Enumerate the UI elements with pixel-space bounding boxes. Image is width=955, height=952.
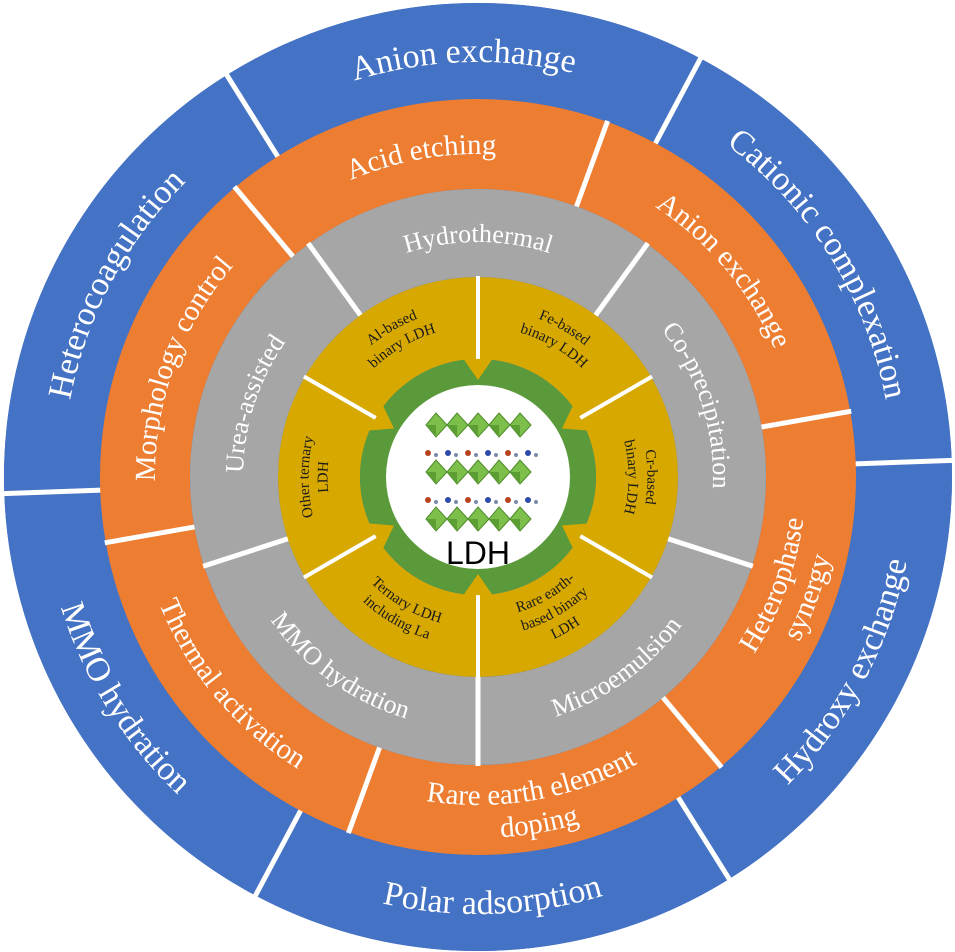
outer-ring-divider (675, 795, 732, 882)
outer-ring-segment (4, 75, 278, 494)
orange-ring-divider (232, 185, 296, 259)
outer-ring-divider (3, 487, 102, 497)
orange-ring-segment (348, 697, 721, 855)
green-ring-notch (463, 574, 493, 596)
ldh-layer-icon (425, 459, 532, 485)
gray-ring-segment (204, 538, 479, 765)
green-ring-notch (562, 405, 588, 431)
ldh-layered-structure-icon (425, 412, 538, 532)
green-ring-notch (463, 358, 493, 380)
orange-ring-segment (576, 121, 851, 427)
gold-ring-segment (478, 277, 652, 418)
ldh-interlayer-icon (425, 497, 538, 504)
orange-ring-segment (105, 527, 380, 833)
outer-ring-segment (655, 58, 952, 464)
outer-ring-divider (854, 457, 953, 467)
gold-ring-segment (478, 536, 652, 677)
gold-ring-segment (277, 377, 376, 577)
gold-ring-label: Other ternary (296, 434, 317, 519)
gold-ring-segment (304, 536, 478, 677)
orange-ring-divider (346, 745, 383, 834)
gold-ring-segment (304, 277, 478, 418)
gold-ring-divider (578, 533, 654, 580)
orange-ring-segment (235, 98, 608, 257)
outer-ring-segment (678, 460, 952, 879)
orange-ring-segment (663, 411, 856, 767)
gold-ring-label: binary LDH (620, 438, 640, 516)
gray-ring-divider (202, 536, 290, 569)
outer-ring-divider (224, 72, 281, 159)
ldh-layer-icon (425, 412, 532, 438)
green-ring-notch (562, 523, 588, 549)
center-disc: LDH (386, 385, 570, 571)
outer-ring-segment (226, 2, 701, 157)
outer-ring-segment (255, 797, 730, 951)
gold-ring-divider (578, 374, 654, 421)
orange-ring-segment (99, 187, 293, 543)
ldh-interlayer-icon (425, 450, 538, 457)
gold-ring-segment (580, 377, 678, 577)
center-label: LDH (446, 535, 510, 571)
green-ring-notch (368, 523, 394, 549)
orange-ring-divider (660, 695, 724, 769)
gold-ring-divider (302, 533, 378, 580)
green-ring-notch (368, 405, 394, 431)
gold-ring-divider (302, 374, 378, 421)
outer-ring-divider (652, 56, 704, 146)
orange-ring-divider (104, 524, 196, 546)
gray-ring-divider (306, 241, 364, 318)
gray-ring-divider (592, 241, 650, 318)
gray-ring-segment (190, 244, 361, 566)
outer-ring-divider (252, 808, 304, 898)
gray-ring-segment (595, 244, 766, 566)
gray-ring-segment (308, 188, 648, 316)
gray-ring-divider (666, 536, 754, 569)
ldh-layer-icon (425, 506, 532, 532)
gray-ring-segment (478, 538, 752, 765)
orange-ring-divider (760, 408, 852, 430)
orange-ring-divider (573, 120, 610, 209)
gold-ring-label: LDH (315, 461, 332, 494)
outer-ring-segment (4, 490, 301, 896)
